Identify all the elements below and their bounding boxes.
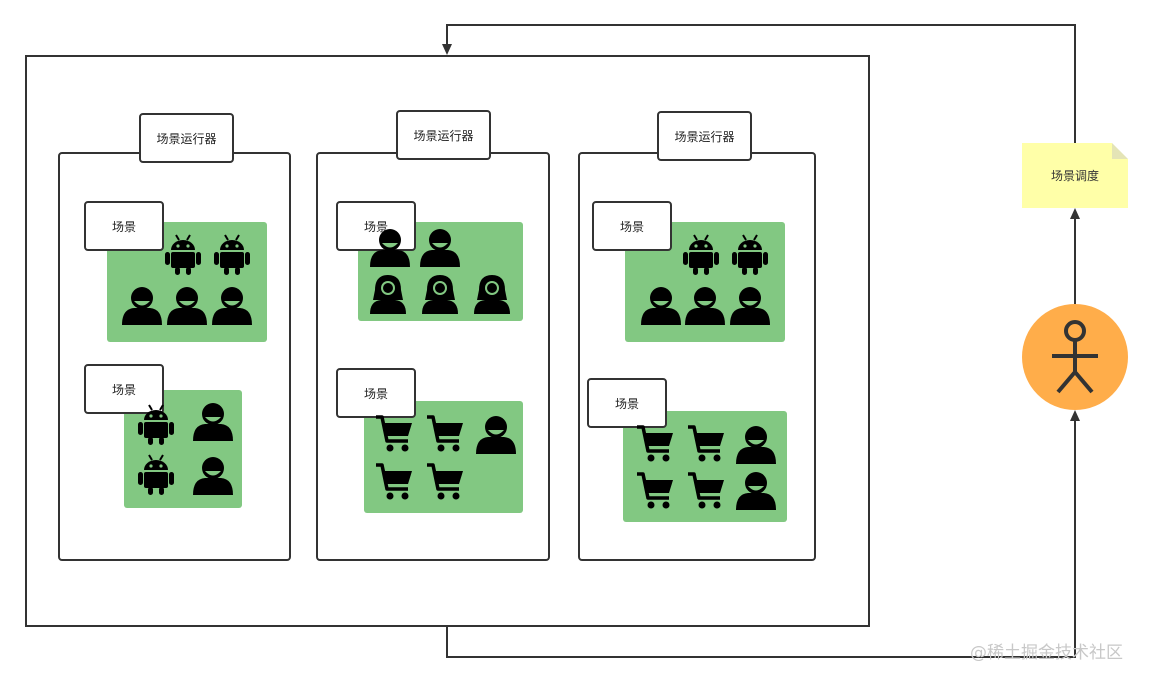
person-icon [736, 426, 776, 464]
android-icon [731, 234, 769, 276]
female-person-icon [422, 275, 458, 314]
scene-runner-3-label: 场景运行器 [657, 111, 752, 161]
person-icon [730, 287, 770, 325]
person-icon [167, 287, 207, 325]
android-icon [682, 234, 720, 276]
scene-2-1-label: 场景 [336, 201, 416, 251]
person-icon [193, 403, 233, 441]
person-icon [420, 229, 460, 267]
scene-1-2-label: 场景 [84, 364, 164, 414]
female-person-icon [370, 275, 406, 314]
android-icon [164, 234, 202, 276]
person-icon [212, 287, 252, 325]
person-icon [122, 287, 162, 325]
android-icon [213, 234, 251, 276]
scene-1-1-label: 场景 [84, 201, 164, 251]
loop-line-bottom [446, 414, 1076, 658]
cart-icon [425, 463, 465, 502]
cart-icon [635, 425, 675, 464]
arrow-into-scheduler [1070, 208, 1080, 219]
scene-3-2-label: 场景 [587, 378, 667, 428]
android-icon [137, 404, 175, 446]
scene-runner-1-label: 场景运行器 [139, 113, 234, 163]
stick-figure-icon [1052, 320, 1098, 394]
cart-icon [686, 425, 726, 464]
person-icon [641, 287, 681, 325]
cart-icon [374, 463, 414, 502]
scene-scheduler-label: 场景调度 [1050, 169, 1099, 183]
person-icon [685, 287, 725, 325]
cart-icon [635, 472, 675, 511]
android-icon [137, 454, 175, 496]
person-icon [193, 457, 233, 495]
note-fold-corner [1112, 143, 1128, 159]
person-icon [476, 416, 516, 454]
person-icon [736, 472, 776, 510]
watermark: @稀土掘金技术社区 [970, 643, 1123, 663]
scene-3-1-label: 场景 [592, 201, 672, 251]
user-actor [1022, 304, 1128, 410]
arrow-into-outer-box [442, 44, 452, 55]
cart-icon [374, 415, 414, 454]
cart-icon [686, 472, 726, 511]
scheduler-to-runner-line [446, 24, 1076, 143]
arrow-into-actor [1070, 410, 1080, 421]
scene-scheduler-note: 场景调度 [1022, 143, 1128, 208]
cart-icon [425, 415, 465, 454]
person-icon [370, 229, 410, 267]
female-person-icon [474, 275, 510, 314]
scene-runner-2-label: 场景运行器 [396, 110, 491, 160]
